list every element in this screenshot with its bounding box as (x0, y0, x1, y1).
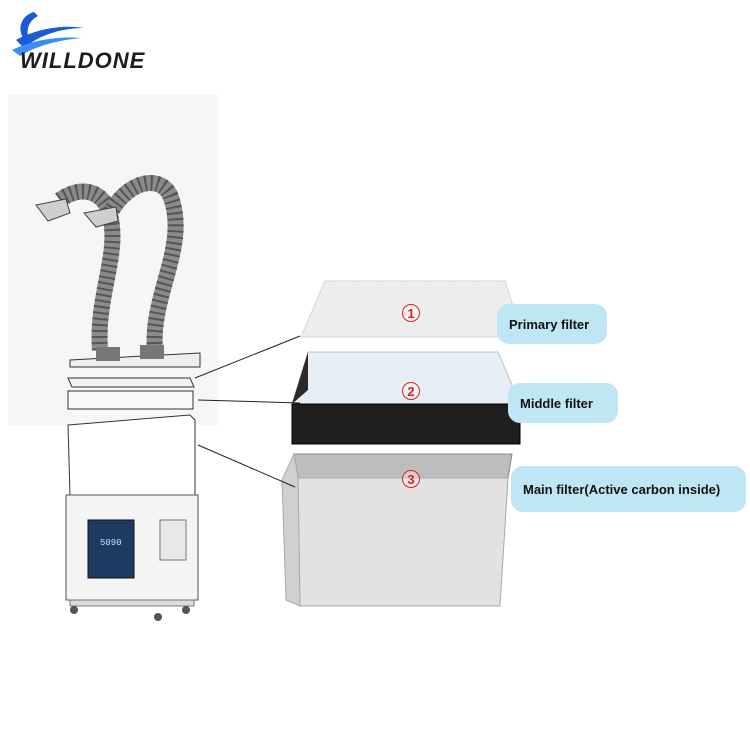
callout-main-filter: Main filter(Active carbon inside) (511, 466, 746, 512)
display-readout: 5090 (100, 538, 122, 548)
filter-number-3: 3 (402, 470, 420, 488)
brand-name: WILLDONE (20, 48, 146, 73)
main-filter-graphic (281, 452, 513, 607)
callout-middle-filter: Middle filter (508, 383, 618, 423)
filter-number-2: 2 (402, 382, 420, 400)
callout-primary-filter: Primary filter (497, 304, 607, 344)
fume-extractor-illustration: 5090 (8, 95, 218, 621)
filter-number-1: 1 (402, 304, 420, 322)
extraction-arm-right (105, 175, 184, 351)
logo-swoosh-icon (12, 12, 84, 56)
